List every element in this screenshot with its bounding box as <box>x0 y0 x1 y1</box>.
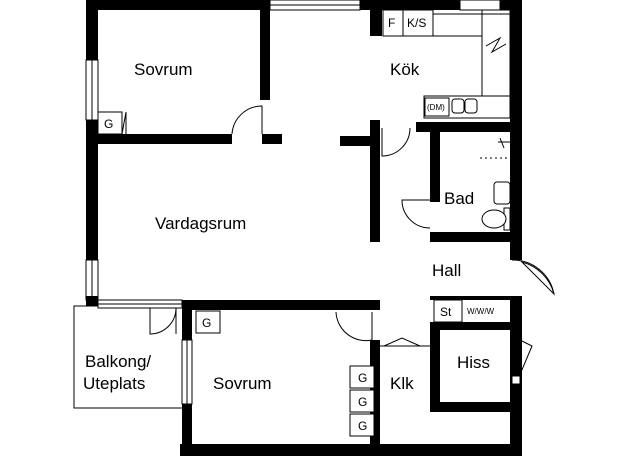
wall-right-kitchen <box>510 0 522 130</box>
wall-top-left <box>86 0 270 10</box>
fridge-box <box>402 9 434 37</box>
room-label-sovrum-bottom: Sovrum <box>213 374 272 393</box>
wall-bath-top <box>416 122 522 132</box>
toilet-bowl <box>481 209 507 229</box>
window-top-right <box>459 0 501 11</box>
wall-living-bottom <box>182 300 380 310</box>
room-label-sovrum-top: Sovrum <box>134 60 193 79</box>
room-label-uteplats: Uteplats <box>83 374 145 393</box>
storage-label: St <box>440 305 452 319</box>
room-label-vardagsrum: Vardagsrum <box>155 214 246 233</box>
wall-top-right <box>360 0 520 10</box>
door-bath <box>401 199 431 229</box>
room-label-klk: Klk <box>390 374 414 393</box>
wall-bedroom-bottom-left <box>86 134 232 144</box>
wall-bath-bottom <box>430 232 522 242</box>
kitchen-sink-left <box>451 98 465 114</box>
closet-label-3: G <box>358 419 367 433</box>
wall-left-upper <box>86 0 98 60</box>
wall-bedroom-bottom-right <box>262 134 282 144</box>
wall-central-vertical <box>370 120 380 242</box>
wall-bath-left <box>430 122 440 202</box>
wall-central-stub <box>340 136 380 146</box>
kitchen-sink-right <box>464 98 478 114</box>
room-label-bad: Bad <box>444 189 474 208</box>
kitchen-counter <box>481 9 511 101</box>
closet-shelf-3 <box>349 413 375 437</box>
wall-right-hall-stub <box>510 296 522 306</box>
door-entrance <box>520 261 555 296</box>
wall-bottom <box>180 444 522 456</box>
wall-storage-bottom <box>430 322 522 330</box>
closet-label-1: G <box>358 371 367 385</box>
wall-kitchen-left-stub <box>370 10 382 36</box>
closet-label-2: G <box>358 395 367 409</box>
wall-elevator-left <box>430 322 440 412</box>
door-central <box>381 127 411 157</box>
door-bedroom-bottom <box>335 311 373 342</box>
closet-shelf-2 <box>349 389 375 413</box>
room-label-kok: Kök <box>390 60 420 79</box>
stove-icon <box>485 36 507 54</box>
wall-bedroom-right <box>260 0 270 100</box>
wall-left-lower <box>86 296 98 308</box>
closet-shelf-1 <box>349 365 375 389</box>
wardrobe-bottom <box>195 310 221 334</box>
wall-elevator-bottom <box>430 402 522 412</box>
door-closet <box>383 337 421 347</box>
wardrobe-top <box>97 111 123 135</box>
room-label-balkong: Balkong/ <box>85 352 151 371</box>
elevator-button <box>511 375 521 385</box>
door-elevator <box>515 339 533 385</box>
wardrobe-bottom-label: G <box>202 316 211 330</box>
room-label-hall: Hall <box>432 261 461 280</box>
dishwasher-label: (DM) <box>427 103 445 112</box>
shower-icon <box>498 137 510 149</box>
wall-storage-top <box>430 296 522 300</box>
door-bedroom-top <box>231 105 263 135</box>
freezer-label: F <box>388 16 395 30</box>
wardrobe-label: G <box>104 117 113 131</box>
fridge-label: K/S <box>407 16 426 30</box>
wall-closet-left <box>370 340 380 450</box>
dishwasher-box <box>424 97 450 117</box>
room-label-hiss: Hiss <box>457 353 490 372</box>
wall-right-bath <box>510 130 522 260</box>
bath-sink <box>493 181 511 205</box>
wall-left-mid <box>86 120 98 260</box>
heater-label: W/W/W <box>467 307 495 316</box>
